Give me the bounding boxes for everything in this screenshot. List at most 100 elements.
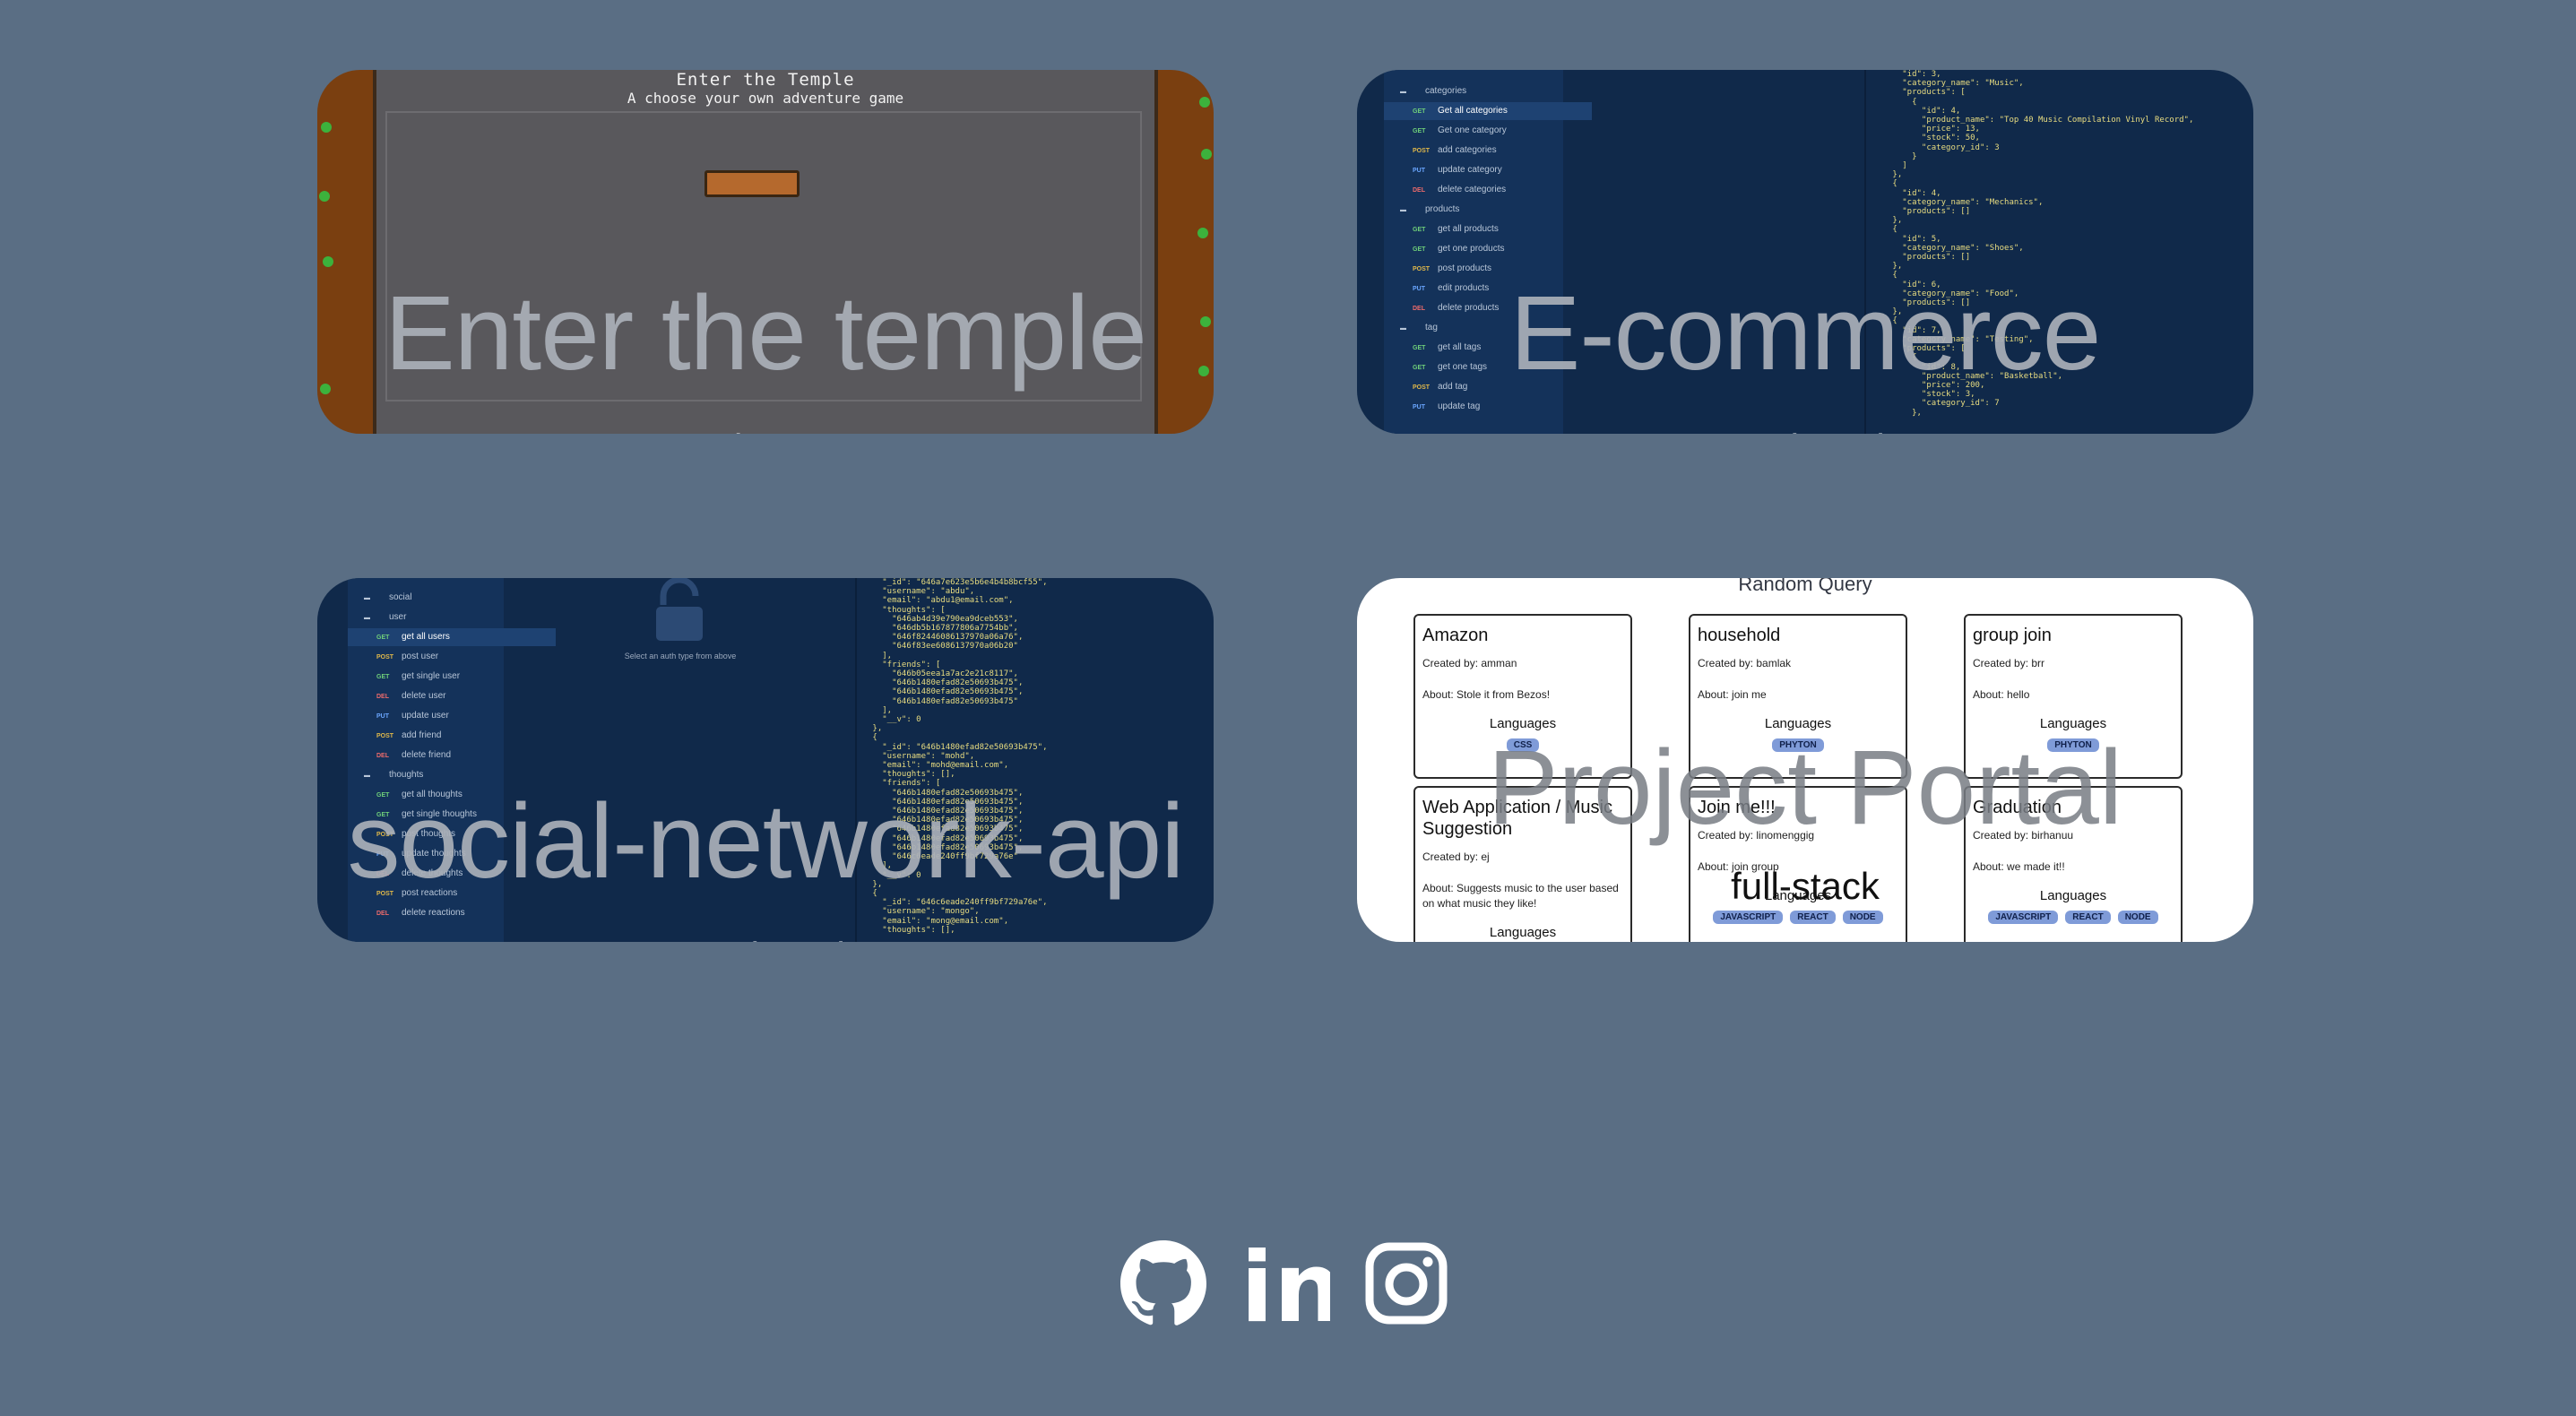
sidebar-label: delete reactions xyxy=(402,908,465,918)
project-card-enter-the-temple[interactable]: Enter the Temple A choose your own adven… xyxy=(317,70,1214,434)
portal-card-about: About: join group xyxy=(1698,860,1779,873)
code-line: { xyxy=(1888,97,1917,107)
vine-leaf-icon xyxy=(321,122,332,133)
sidebar-label: thoughts xyxy=(389,770,424,780)
language-badges: PHYTON xyxy=(1966,736,2181,752)
code-line: "username": "mohd", xyxy=(868,751,975,761)
code-line: { xyxy=(868,733,877,743)
request-method: DEL xyxy=(376,694,389,700)
portal-card-about: About: Stole it from Bezos! xyxy=(1422,688,1551,701)
code-line: "thoughts": [], xyxy=(868,770,955,780)
sidebar-label: add tag xyxy=(1438,382,1468,392)
code-line: "products": [] xyxy=(1888,298,1971,308)
vine-leaf-icon xyxy=(319,191,330,202)
request-method: GET xyxy=(376,674,390,680)
request-method: PUT xyxy=(1413,286,1425,292)
linkedin-icon[interactable]: in xyxy=(1240,1239,1330,1328)
language-badge: JAVASCRIPT xyxy=(1988,911,2059,924)
request-method: DEL xyxy=(376,871,389,877)
sidebar-label: social xyxy=(389,592,412,602)
request-method: DEL xyxy=(1413,187,1425,194)
code-line: }, xyxy=(1888,262,1903,272)
request-method: POST xyxy=(376,733,394,739)
code-line: ], xyxy=(868,651,893,661)
portal-card-creator: Created by: linomenggig xyxy=(1698,829,1815,842)
request-method: POST xyxy=(376,654,394,661)
code-line: "category_id": 7 xyxy=(1888,399,2000,409)
sidebar-label: update category xyxy=(1438,165,1502,175)
request-method: POST xyxy=(1413,148,1431,154)
code-line: "stock": 50, xyxy=(1888,134,1980,143)
game-heading: Enter the Temple xyxy=(676,70,855,90)
folder-icon: ▬ xyxy=(364,615,370,621)
sidebar-folder: ▬social xyxy=(348,589,543,607)
code-line: "products": [ xyxy=(1888,344,1966,354)
language-badge: PHYTON xyxy=(1772,738,1824,752)
code-line: { xyxy=(1888,316,1897,326)
code-line: "category_name": "Food", xyxy=(1888,289,2019,298)
code-line: "thoughts": [], xyxy=(868,925,955,935)
sidebar-folder: ▬tag xyxy=(1384,319,1579,337)
vine-leaf-icon xyxy=(1200,316,1211,327)
code-line: "_id": "646c6eade240ff9bf729a76e", xyxy=(868,898,1048,908)
code-line: "products": [ xyxy=(1888,88,1966,98)
code-line: { xyxy=(1888,225,1897,235)
request-method: DEL xyxy=(1413,306,1425,312)
code-line: "stock": 3, xyxy=(1888,390,1975,400)
code-line: "products": [] xyxy=(1888,207,1971,217)
request-method: GET xyxy=(1413,365,1426,371)
code-line: "email": "mohd@email.com", xyxy=(868,761,1009,771)
code-line: "_id": "646b1480efad82e50693b475", xyxy=(868,742,1048,752)
portal-card-creator: Created by: ej xyxy=(1422,850,1490,863)
portal-card-languages-label: Languages xyxy=(2039,716,2107,731)
code-line: "category_id": 3 xyxy=(1888,142,2000,152)
code-line: "646b1480efad82e50693b475", xyxy=(868,816,1024,825)
code-line: "category_name": "Music", xyxy=(1888,79,2024,89)
response-code: "_id": "646a7e623e5b6e4b4b8bcf55", "user… xyxy=(868,578,1208,942)
code-line: "646b1480efad82e50693b475", xyxy=(868,825,1024,834)
sidebar-label: get single thoughts xyxy=(402,809,477,819)
portal-card-about: About: hello xyxy=(1973,688,2030,701)
portal-card-creator: Created by: brr xyxy=(1973,657,2045,669)
sidebar-label: get all tags xyxy=(1438,342,1482,352)
sidebar-folder: ▬user xyxy=(348,609,543,626)
instagram-icon[interactable] xyxy=(1365,1239,1448,1328)
code-line: "category_name": "Shoes", xyxy=(1888,243,2024,253)
game-frame xyxy=(385,111,1142,401)
language-badge: PHYTON xyxy=(2047,738,2099,752)
code-line: "646b1480efad82e50693b475", xyxy=(868,807,1024,816)
vine-leaf-icon xyxy=(1198,366,1209,376)
request-method: GET xyxy=(376,812,390,818)
code-line: "email": "abdu1@email.com", xyxy=(868,596,1014,606)
sidebar-label: update tag xyxy=(1438,401,1481,411)
sidebar-label: products xyxy=(1425,204,1460,214)
language-badge: NODE xyxy=(2117,911,2158,924)
request-method: POST xyxy=(376,891,394,897)
github-icon[interactable] xyxy=(1119,1239,1207,1328)
code-line: "_id": "646a7e623e5b6e4b4b8bcf55", xyxy=(868,578,1048,587)
code-line: "id": 6, xyxy=(1888,280,1941,289)
sidebar-label: post products xyxy=(1438,263,1492,273)
sidebar-label: delete friend xyxy=(402,750,452,760)
code-line: }, xyxy=(1888,307,1903,317)
sidebar-label: get single user xyxy=(402,671,461,681)
sidebar-label: Get all categories xyxy=(1438,106,1508,116)
project-tech: full-stack xyxy=(1731,865,1880,907)
svg-text:in: in xyxy=(1240,1239,1330,1328)
sidebar-label: delete products xyxy=(1438,303,1500,313)
